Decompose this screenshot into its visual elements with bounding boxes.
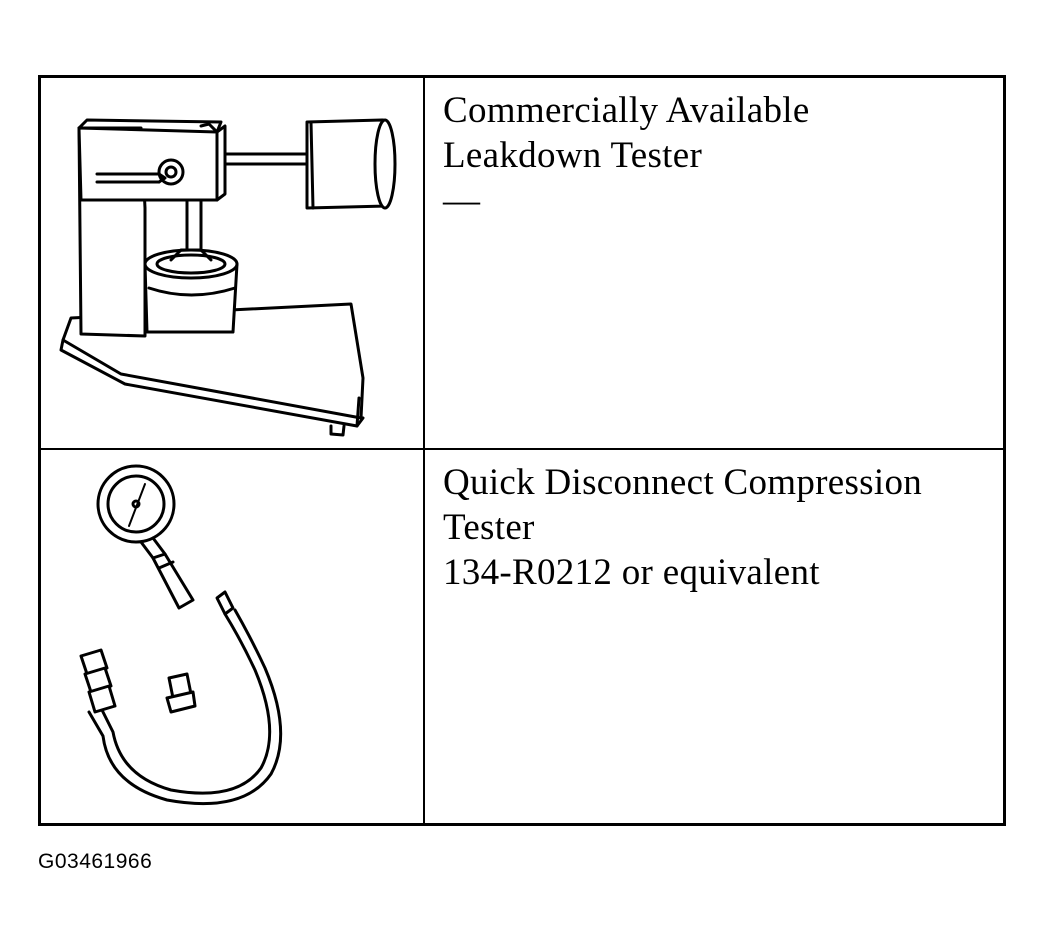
tool-part-number: 134-R0212 or equivalent — [443, 552, 820, 593]
tool-description: Commercially Available Leakdown Tester — — [425, 78, 1003, 448]
tool-row: Quick Disconnect Compression Tester 134-… — [41, 450, 1003, 823]
leakdown-tester-icon — [59, 118, 397, 437]
tool-illustration-cell — [41, 78, 425, 448]
tool-illustration-cell — [41, 450, 425, 823]
figure-code: G03461966 — [38, 850, 153, 873]
tool-name-line: Commercially Available — [443, 90, 810, 131]
tool-name-line: Tester — [443, 507, 535, 548]
tool-description: Quick Disconnect Compression Tester 134-… — [425, 450, 1003, 823]
tool-name-line: Quick Disconnect Compression — [443, 462, 923, 503]
tool-table: Commercially Available Leakdown Tester — — [38, 75, 1006, 826]
tool-row: Commercially Available Leakdown Tester — — [41, 78, 1003, 450]
compression-tester-icon — [79, 464, 283, 806]
tool-name-line: Leakdown Tester — [443, 135, 703, 176]
tool-part-number: — — [443, 180, 481, 221]
